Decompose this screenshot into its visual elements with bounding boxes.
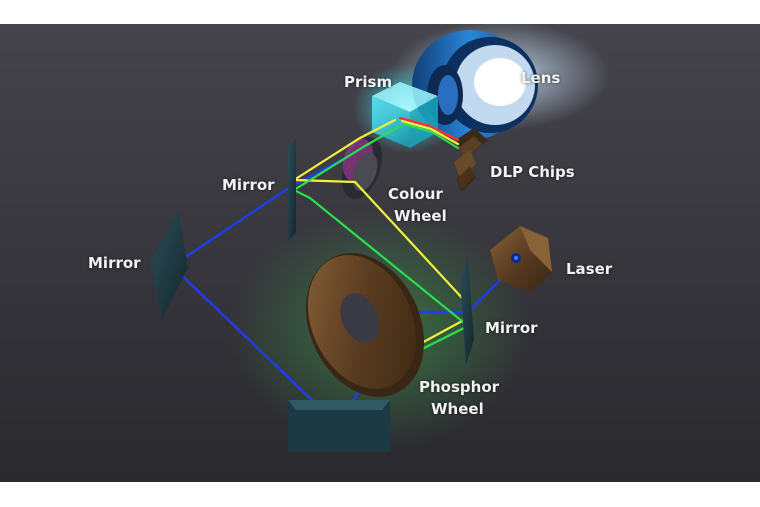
label-laser: Laser <box>566 260 613 278</box>
label-dlp-chips: DLP Chips <box>490 163 575 181</box>
lens <box>412 30 538 140</box>
mirror-upper <box>288 138 296 242</box>
label-colour-wheel-2: Wheel <box>394 207 447 225</box>
mirror-left <box>150 210 188 320</box>
laser <box>490 226 552 292</box>
label-mirror-upper: Mirror <box>222 176 275 194</box>
red-beam <box>398 116 460 142</box>
green-beam <box>292 188 471 352</box>
dlp-chips <box>454 128 488 192</box>
mirror-right <box>460 256 474 365</box>
label-mirror-right: Mirror <box>485 319 538 337</box>
mirror-bottom <box>288 400 390 452</box>
phosphor-wheel <box>305 253 425 397</box>
label-prism: Prism <box>344 73 393 91</box>
label-phosphor-wheel-1: Phosphor <box>419 378 500 396</box>
colour-wheel <box>341 137 383 199</box>
label-colour-wheel-1: Colour <box>388 185 443 203</box>
label-mirror-left: Mirror <box>88 254 141 272</box>
label-lens: Lens <box>521 69 561 87</box>
label-phosphor-wheel-2: Wheel <box>431 400 484 418</box>
